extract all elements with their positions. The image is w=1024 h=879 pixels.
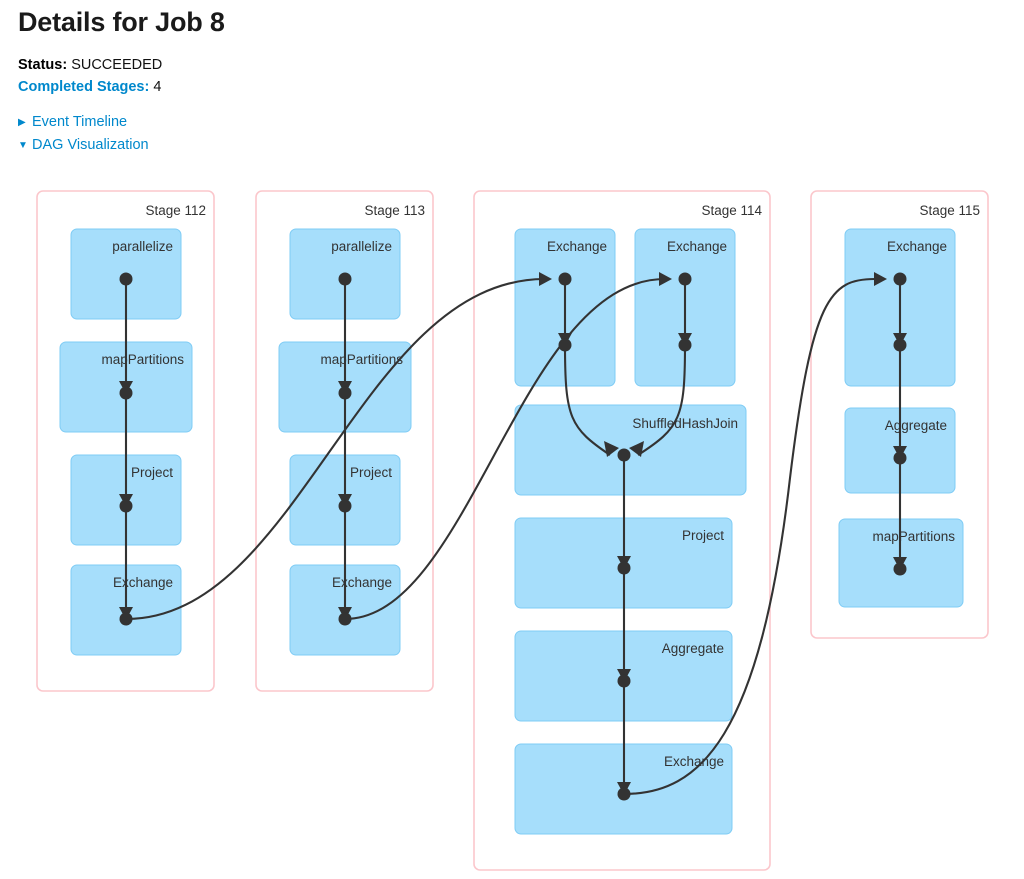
triangle-right-icon: ▶ (18, 116, 26, 128)
stage-label: Stage 113 (364, 203, 425, 218)
dag-node-label: Exchange (113, 575, 173, 590)
dag-node-label: Aggregate (885, 418, 947, 433)
dag-node-label: Exchange (667, 239, 727, 254)
dag-node-label: mapPartitions (872, 529, 955, 544)
dag-node-label: Aggregate (662, 641, 724, 656)
node-ports-group (119, 272, 907, 801)
dag-edge-s114-left-to-join (563, 344, 611, 456)
completed-stages-label: Completed Stages: (18, 78, 150, 95)
dag-port-s114-exchange-out (617, 787, 631, 801)
dag-port-s114-exchange-left-in (558, 272, 572, 286)
triangle-down-icon: ▼ (18, 140, 28, 152)
dag-port-s114-exchange-right-out (678, 338, 692, 352)
dag-svg: Stage 112parallelizemapPartitionsProject… (36, 190, 989, 871)
dag-node-label: Exchange (887, 239, 947, 254)
dag-port-s112-exchange-out (119, 612, 133, 626)
dag-node-label: Exchange (664, 754, 724, 769)
dag-node-label: Exchange (332, 575, 392, 590)
dag-port-s112-project-out (119, 499, 133, 513)
dag-node-label: Project (131, 465, 173, 480)
stage-label: Stage 115 (919, 203, 980, 218)
collapsible-sections: ▶ Event Timeline ▼ DAG Visualization (18, 111, 618, 158)
status-row: Status: SUCCEEDED (18, 54, 618, 76)
dag-port-s114-exchange-right-in (678, 272, 692, 286)
dag-port-s114-aggregate-out (617, 674, 631, 688)
dag-edge-s113-exchange-to-s114-exchange-right (344, 277, 666, 621)
status-value: SUCCEEDED (71, 56, 163, 73)
dag-node-label: mapPartitions (320, 352, 403, 367)
stage-label: Stage 114 (701, 203, 762, 218)
dag-port-s114-project-out (617, 561, 631, 575)
arrow-s114-exchange-left-in-icon (539, 272, 552, 286)
stage-label: Stage 112 (145, 203, 206, 218)
dag-node-label: ShuffledHashJoin (632, 416, 738, 431)
dag-port-s112-parallelize-out (119, 272, 133, 286)
toggle-event-timeline[interactable]: ▶ Event Timeline (18, 111, 618, 134)
toggle-dag-visualization-label: DAG Visualization (32, 137, 149, 154)
arrow-s114-join-right-icon (629, 441, 644, 457)
toggle-dag-visualization[interactable]: ▼ DAG Visualization (18, 134, 618, 157)
dag-node-label: parallelize (331, 239, 392, 254)
dag-port-s112-mapPartitions-out (119, 386, 133, 400)
stage-clusters-group (36, 190, 989, 871)
dag-edge-s114-exchange-to-s115-exchange (623, 277, 876, 796)
arrow-s114-join-left-icon (604, 441, 619, 457)
dag-node-label: parallelize (112, 239, 173, 254)
labels-group: Stage 112parallelizemapPartitionsProject… (101, 203, 980, 769)
completed-stages-row: Completed Stages: 4 (18, 76, 618, 98)
dag-port-s115-mapPartitions-out (893, 562, 907, 576)
dag-port-s114-exchange-left-out (558, 338, 572, 352)
dag-node-label: Project (682, 528, 724, 543)
dag-node-label: mapPartitions (101, 352, 184, 367)
toggle-event-timeline-label: Event Timeline (32, 113, 128, 130)
dag-port-s115-exchange-in (893, 272, 907, 286)
dag-edge-s114-right-to-join (637, 344, 687, 456)
dag-port-s113-exchange-out (338, 612, 352, 626)
dag-port-s115-aggregate-out (893, 451, 907, 465)
arrow-s114-exchange-right-in-icon (659, 272, 672, 286)
page-title: Details for Job 8 (18, 7, 225, 37)
dag-node-label: Project (350, 465, 392, 480)
edges-group (124, 277, 902, 796)
dag-port-s115-exchange-out (893, 338, 907, 352)
arrow-s115-exchange-in-icon (874, 272, 887, 286)
dag-port-s113-mapPartitions-out (338, 386, 352, 400)
dag-node-ShuffledHashJoin[interactable] (514, 404, 747, 496)
dag-edge-s112-exchange-to-s114-exchange-left (125, 277, 546, 621)
dag-node-label: Exchange (547, 239, 607, 254)
dag-port-s114-join-out (617, 448, 631, 462)
page-header: Details for Job 8 Status: SUCCEEDED Comp… (18, 7, 618, 158)
completed-stages-value: 4 (153, 78, 162, 95)
dag-port-s113-project-out (338, 499, 352, 513)
status-label: Status: (18, 56, 68, 73)
dag-port-s113-parallelize-out (338, 272, 352, 286)
